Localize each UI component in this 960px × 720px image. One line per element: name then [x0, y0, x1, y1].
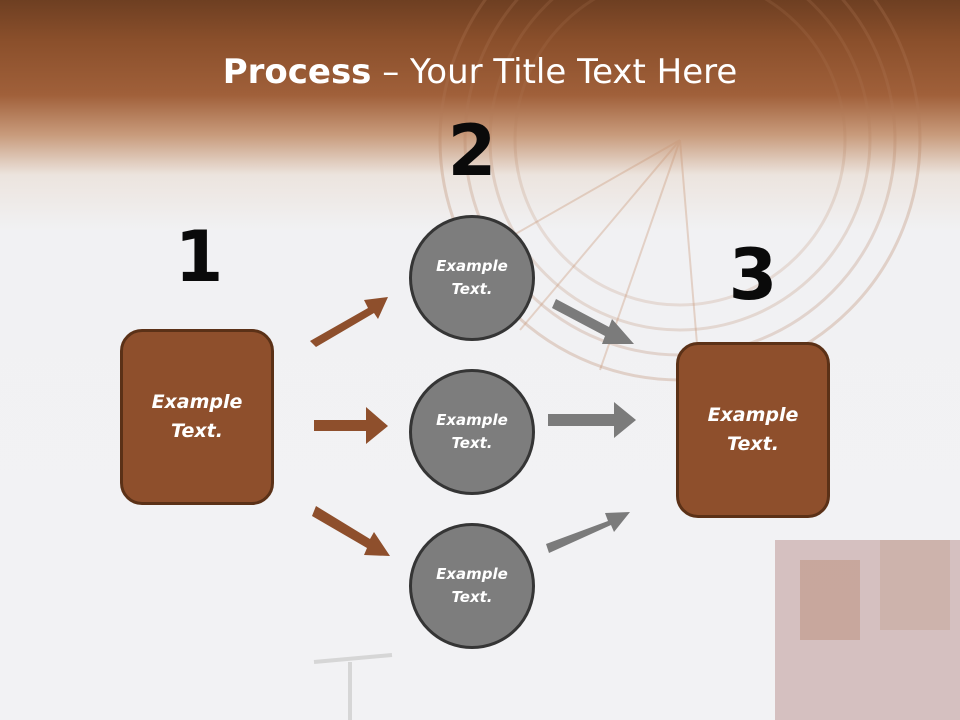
- step-number-3: 3: [728, 234, 778, 316]
- node-circle-top-text: Example Text.: [436, 257, 508, 298]
- step-number-1: 1: [174, 216, 224, 298]
- arrow-top-to-box3: [552, 299, 634, 344]
- arrow-box1-to-top: [310, 297, 388, 347]
- step-box-1-text: Example Text.: [151, 391, 243, 442]
- node-circle-bottom-text: Example Text.: [436, 565, 508, 606]
- node-circle-bottom[interactable]: Example Text.: [409, 523, 535, 649]
- node-circle-middle-text: Example Text.: [436, 411, 508, 452]
- arrow-middle-to-box3: [548, 402, 636, 438]
- step-box-1[interactable]: Example Text.: [120, 329, 274, 505]
- node-circle-middle[interactable]: Example Text.: [409, 369, 535, 495]
- node-circle-top[interactable]: Example Text.: [409, 215, 535, 341]
- step-box-3[interactable]: Example Text.: [676, 342, 830, 518]
- step-number-2: 2: [447, 110, 497, 192]
- arrow-box1-to-bottom: [312, 506, 390, 556]
- arrow-box1-to-middle: [314, 407, 388, 444]
- slide-title: Process – Your Title Text Here: [0, 52, 960, 92]
- title-rest: – Your Title Text Here: [371, 52, 738, 92]
- arrow-bottom-to-box3: [546, 512, 630, 553]
- step-box-3-text: Example Text.: [707, 404, 799, 455]
- title-bold: Process: [222, 52, 372, 92]
